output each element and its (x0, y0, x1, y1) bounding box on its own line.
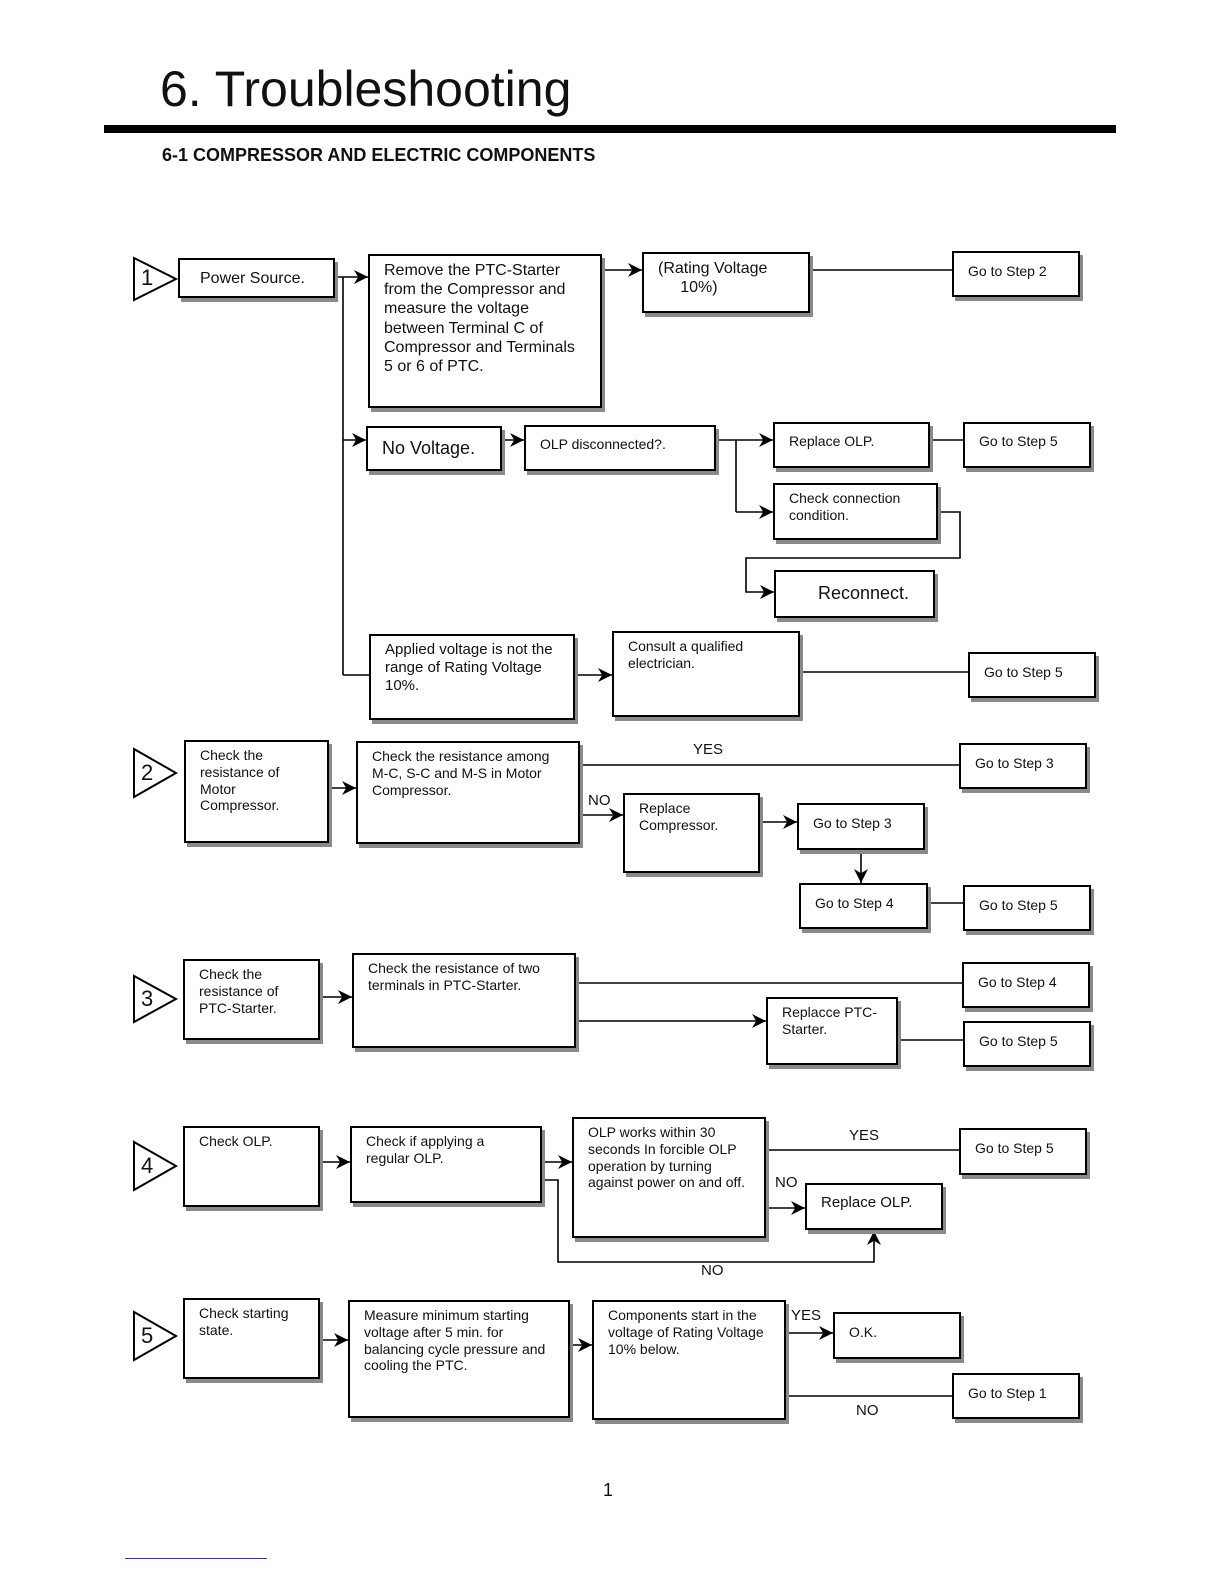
step4-check-regular-olp-box: Check if applying a regular OLP. (350, 1126, 542, 1203)
step5-start-box: Check starting state. (183, 1298, 320, 1379)
step3-goto-step5: Go to Step 5 (963, 1021, 1091, 1067)
section-heading: 6-1 COMPRESSOR AND ELECTRIC COMPONENTS (162, 145, 596, 165)
step-number-3: 3 (141, 986, 154, 1011)
step-number-1: 1 (141, 265, 154, 290)
step4-yes-goto-step5: Go to Step 5 (959, 1128, 1087, 1175)
step1-replace-olp-box: Replace OLP. (773, 422, 930, 468)
step4-no-label-bottom: NO (701, 1262, 724, 1279)
step4-yes-label: YES (849, 1127, 880, 1144)
step2-goto-step4: Go to Step 4 (799, 883, 928, 929)
page-number: 1 (603, 1480, 614, 1500)
step2-no-label: NO (588, 792, 611, 809)
step2-check-resistance-box: Check the resistance among M-C, S-C and … (356, 741, 580, 844)
step5-measure-box: Measure minimum starting voltage after 5… (348, 1300, 570, 1418)
step1-consult-goto-step5: Go to Step 5 (968, 652, 1096, 698)
step2-yes-goto-step3: Go to Step 3 (959, 743, 1087, 789)
step5-no-goto-step1: Go to Step 1 (952, 1373, 1080, 1419)
step5-yes-label: YES (791, 1307, 822, 1324)
step1-replace-olp-goto-step5: Go to Step 5 (963, 422, 1091, 468)
step-number-5: 5 (141, 1323, 154, 1348)
step4-olp-works-box: OLP works within 30 seconds In forcible … (572, 1117, 766, 1238)
step-marker-2 (133, 747, 179, 799)
step2-goto-step5: Go to Step 5 (963, 885, 1091, 931)
step1-power-source-box: Power Source. (178, 258, 335, 298)
step1-check-connection-box: Check connection condition. (773, 483, 938, 540)
step-marker-1 (133, 256, 179, 302)
step1-rating-voltage-box: (Rating Voltage 10%) (642, 252, 810, 313)
step4-start-box: Check OLP. (183, 1126, 320, 1207)
step2-yes-label: YES (693, 741, 724, 758)
step-marker-4 (133, 1140, 179, 1192)
step-number-2: 2 (141, 760, 154, 785)
step1-no-voltage-box: No Voltage. (366, 426, 502, 471)
step3-start-box: Check the resistance of PTC-Starter. (183, 959, 320, 1040)
step2-after-replace-goto-step3: Go to Step 3 (797, 803, 925, 850)
step2-start-box: Check the resistance of Motor Compressor… (184, 740, 329, 843)
step1-measure-box: Remove the PTC-Starter from the Compress… (368, 254, 602, 408)
step-marker-3 (133, 974, 179, 1024)
title-rule (104, 125, 1116, 133)
page-title: 6. Troubleshooting (160, 61, 572, 117)
step-marker-5 (133, 1310, 179, 1362)
step-number-4: 4 (141, 1153, 154, 1178)
step5-ok-box: O.K. (833, 1312, 961, 1359)
step4-replace-olp-box: Replace OLP. (805, 1183, 943, 1230)
step3-replace-ptc-box: Replacce PTC-Starter. (766, 997, 898, 1065)
step5-no-label: NO (856, 1402, 879, 1419)
step3-check-resistance-box: Check the resistance of two terminals in… (352, 953, 576, 1048)
step1-consult-electrician-box: Consult a qualified electrician. (612, 631, 800, 717)
footer-link-underline (125, 1558, 267, 1559)
step3-goto-step4: Go to Step 4 (962, 962, 1090, 1008)
step1-olp-disconnected-box: OLP disconnected?. (524, 425, 716, 471)
step2-replace-compressor-box: Replace Compressor. (623, 793, 760, 873)
step1-applied-voltage-box: Applied voltage is not the range of Rati… (369, 634, 575, 720)
step1-goto-step2: Go to Step 2 (952, 251, 1080, 297)
step5-components-box: Components start in the voltage of Ratin… (592, 1300, 786, 1420)
step1-reconnect-box: Reconnect. (774, 570, 935, 618)
step4-no-label: NO (775, 1174, 798, 1191)
